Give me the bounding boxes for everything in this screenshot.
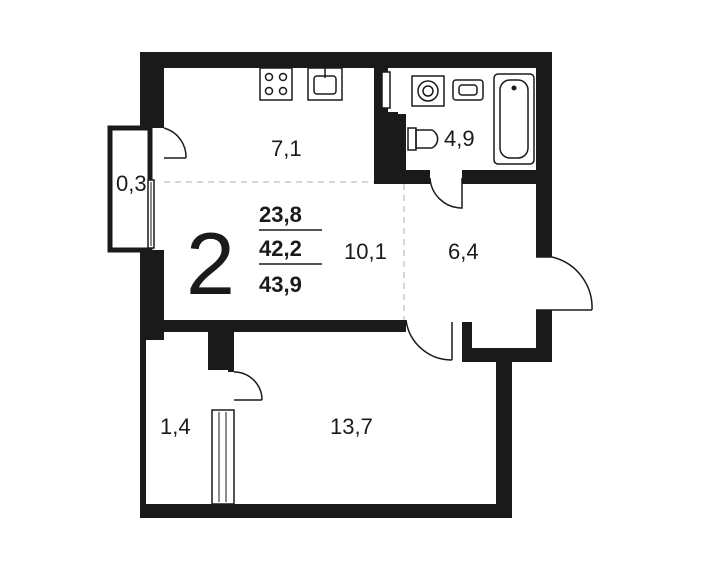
toilet-icon bbox=[407, 127, 439, 151]
washbasin-icon bbox=[452, 79, 484, 101]
bathroom-area: 4,9 bbox=[444, 126, 475, 151]
hallway-area: 6,4 bbox=[448, 239, 479, 264]
bathtub-icon bbox=[493, 73, 535, 165]
room-count: 2 bbox=[186, 214, 235, 313]
area-total: 42,2 bbox=[259, 236, 302, 261]
area-with-balcony: 43,9 bbox=[259, 272, 302, 297]
stove-icon bbox=[259, 67, 293, 101]
bedroom-door bbox=[405, 319, 453, 361]
loggia-area: 1,4 bbox=[160, 414, 191, 439]
zone-separators bbox=[164, 181, 405, 320]
area-living: 23,8 bbox=[259, 202, 302, 227]
bedroom-area: 13,7 bbox=[330, 414, 373, 439]
loggia-window bbox=[211, 409, 235, 505]
bathroom-door bbox=[429, 177, 463, 209]
sink-icon bbox=[307, 67, 343, 101]
niche-outline bbox=[107, 125, 187, 253]
kitchen-area: 7,1 bbox=[271, 136, 302, 161]
niche-area: 0,3 bbox=[116, 171, 147, 196]
washing-machine-icon bbox=[411, 75, 445, 107]
living-area: 10,1 bbox=[344, 239, 387, 264]
outer-walls bbox=[140, 52, 552, 518]
loggia-door bbox=[233, 371, 263, 401]
bathroom-walls bbox=[374, 68, 536, 184]
entrance-door bbox=[536, 256, 593, 311]
